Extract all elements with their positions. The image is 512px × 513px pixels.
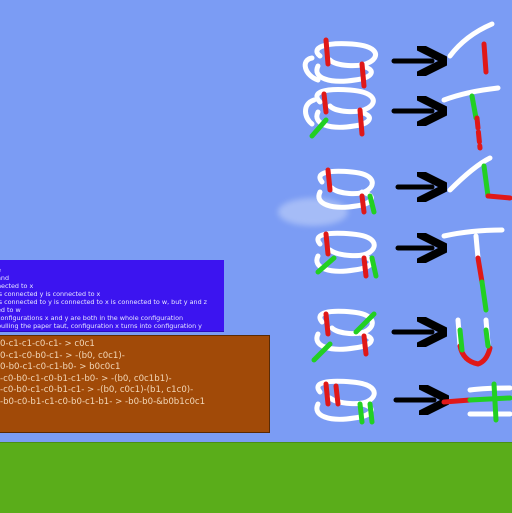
knot-left-1 — [302, 41, 379, 84]
legend-line: is connected to y is connected to x is c… — [0, 298, 208, 306]
green-crossing — [311, 341, 333, 363]
cloud — [278, 198, 348, 226]
rule-line: 0-c1-c0-b0-c1- > -(b0, c0c1)- — [0, 350, 125, 361]
red-crossing — [359, 61, 367, 89]
green-crossing — [357, 401, 365, 425]
red-crossing — [323, 311, 331, 337]
knot-row-6 — [314, 378, 512, 425]
knot-row-3 — [316, 155, 512, 215]
green-crossing — [367, 401, 375, 425]
red-crossing — [323, 231, 331, 257]
red-crossing — [325, 167, 333, 193]
legend-line: e — [0, 266, 224, 274]
knot-row-4 — [314, 227, 505, 313]
knot-row-1 — [302, 21, 495, 89]
knot-right-1 — [447, 21, 495, 75]
green-crossing — [369, 255, 379, 279]
green-crossing — [367, 193, 377, 215]
red-crossing — [321, 91, 329, 115]
knot-right-3 — [447, 155, 512, 201]
knot-right-2 — [441, 85, 501, 151]
red-crossing — [357, 107, 365, 137]
legend-line: nected to x — [0, 282, 34, 290]
red-crossing — [361, 255, 369, 279]
ground — [0, 442, 512, 513]
red-crossing — [359, 193, 367, 215]
knot-row-2 — [303, 85, 501, 151]
legend-line: configurations x and y are both in the w… — [0, 314, 184, 322]
legend-line: and — [0, 274, 10, 282]
knot-right-6 — [441, 381, 512, 423]
rule-line: 0-b0-c1-c0-c1-b0- > b0c0c1 — [0, 362, 121, 372]
knot-row-5 — [311, 308, 493, 367]
knot-right-4 — [441, 227, 505, 313]
rule-line: -c0-b0-c1-c0-b1-c1- > -(b0, c0c1)-(b1, c… — [0, 385, 194, 395]
rules-panel: 0-c1-c1-c0-c1- > c0c1 0-c1-c0-b0-c1- > -… — [0, 335, 270, 433]
red-crossing — [323, 37, 331, 67]
green-crossing — [315, 255, 337, 275]
red-crossing — [361, 333, 369, 357]
red-crossing — [333, 383, 341, 407]
green-crossing — [353, 311, 377, 335]
knot-right-5 — [455, 317, 493, 367]
legend-line: pulling the paper taut, configuration x … — [0, 322, 202, 330]
legend-line: is connected y is connected to x — [0, 290, 101, 298]
red-crossing — [323, 381, 331, 407]
rule-line: 0-c1-c1-c0-c1- > c0c1 — [0, 339, 95, 349]
green-crossing — [309, 117, 329, 139]
rule-line: -b0-c0-b1-c1-c0-b0-c1-b1- > -b0-b0-&b0b1… — [0, 396, 206, 407]
legend-panel: e and nected to x is connected y is conn… — [0, 260, 224, 332]
knot-left-2 — [303, 87, 376, 130]
legend-line: ed to w — [0, 306, 21, 314]
rule-line: -c0-b0-c1-c0-b1-c1-b0- > -(b0, c0c1b1)- — [0, 373, 172, 384]
